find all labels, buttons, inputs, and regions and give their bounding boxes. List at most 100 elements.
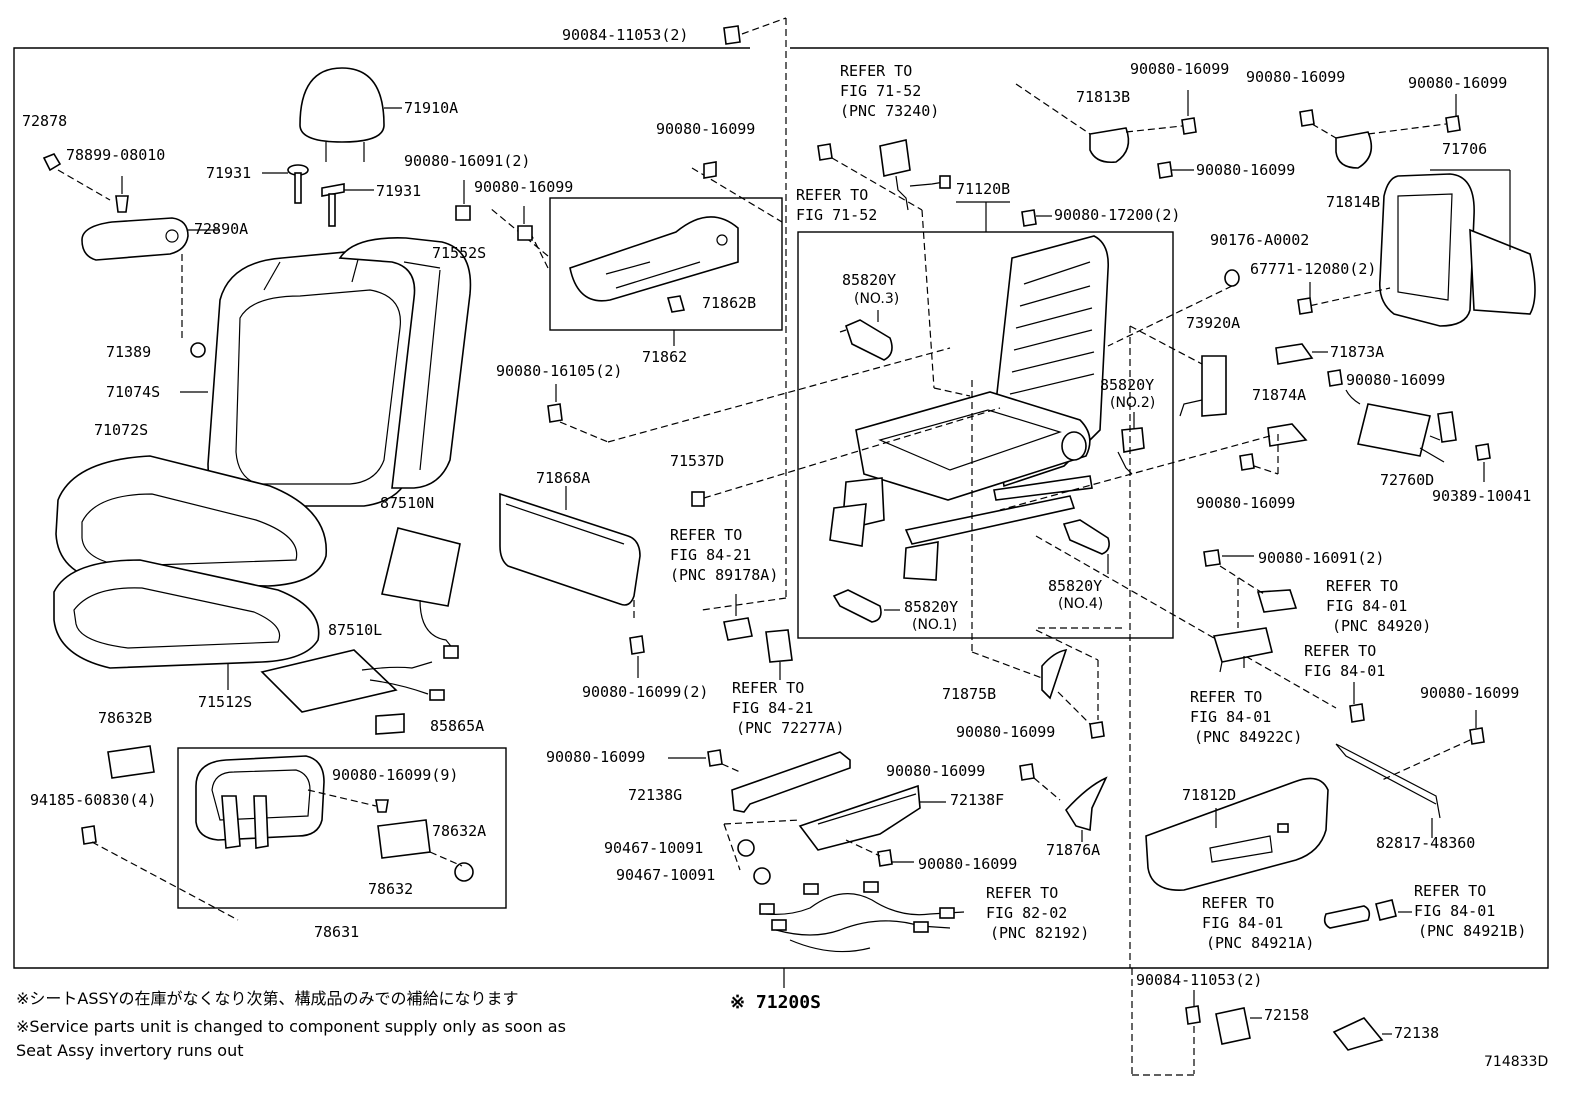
bracket-71873A xyxy=(1275,343,1328,365)
part-label: REFER TO xyxy=(1304,642,1376,660)
part-label: 67771-12080(2) xyxy=(1250,260,1376,278)
part-label: REFER TO xyxy=(1414,882,1486,900)
part-label: 90080-16099 xyxy=(1196,494,1295,512)
bracket-71876A xyxy=(1064,776,1108,842)
seat-heater xyxy=(260,527,461,735)
part-label: 90080-16099 xyxy=(1346,371,1445,389)
part-label: 71812D xyxy=(1182,786,1236,804)
part-label: 90080-16099(9) xyxy=(332,766,458,784)
part-label: 87510N xyxy=(380,494,434,512)
part-label: 90080-16099 xyxy=(474,178,573,196)
bracket-71875B xyxy=(1041,648,1105,739)
seatback-shield xyxy=(1107,169,1536,347)
part-label: (NO.4) xyxy=(1058,596,1103,612)
part-label: 78899-08010 xyxy=(66,146,165,164)
part-label: (PNC 84921A) xyxy=(1206,934,1314,952)
bolt-90080-16105 xyxy=(547,347,951,443)
part-label: 72158 xyxy=(1264,1006,1309,1024)
part-label: 72138 xyxy=(1394,1024,1439,1042)
part-label: 71873A xyxy=(1330,343,1384,361)
knob-84921A xyxy=(1323,905,1371,929)
seatback xyxy=(180,237,472,507)
part-label: 90084-11053(2) xyxy=(562,26,688,44)
part-label: (PNC 84920) xyxy=(1332,617,1431,635)
part-label: 71389 xyxy=(106,343,151,361)
part-label: 90080-16099 xyxy=(1196,161,1295,179)
track-cover-box xyxy=(549,197,783,331)
note-japanese: ※シートASSYの在庫がなくなり次第、構成品のみでの補給になります xyxy=(16,989,518,1008)
part-label: (NO.2) xyxy=(1110,395,1155,411)
part-label: REFER TO xyxy=(796,186,868,204)
part-label: 94185-60830(4) xyxy=(30,791,156,809)
part-label: 71931 xyxy=(206,164,251,182)
knob-84921B xyxy=(1375,899,1397,921)
bolt-90084 xyxy=(1185,990,1201,1074)
part-label: 71931 xyxy=(376,182,421,200)
part-label: 90084-11053(2) xyxy=(1136,971,1262,989)
part-label: 85820Y xyxy=(1048,577,1102,595)
cover-72138F xyxy=(798,763,1061,867)
part-label: (PNC 73240) xyxy=(840,102,939,120)
part-label: 82817-48360 xyxy=(1376,834,1475,852)
top-bolt xyxy=(701,17,787,611)
part-label: 71814B xyxy=(1326,193,1380,211)
part-label: 90080-16099(2) xyxy=(582,683,708,701)
seat-frame xyxy=(829,201,1110,581)
part-label: 90080-16091(2) xyxy=(404,152,530,170)
part-label: 90467-10091 xyxy=(604,839,703,857)
part-label: 90176-A0002 xyxy=(1210,231,1309,249)
part-label: 71862B xyxy=(702,294,756,312)
bolt-94185 xyxy=(81,825,97,845)
part-label: REFER TO xyxy=(670,526,742,544)
headrest-support xyxy=(262,164,374,227)
part-label: 85820Y xyxy=(904,598,958,616)
part-label: 72138G xyxy=(628,786,682,804)
part-label: 78631 xyxy=(314,923,359,941)
part-label: (NO.1) xyxy=(912,617,957,633)
motor-no3 xyxy=(839,310,893,361)
part-label: 90080-16099 xyxy=(656,120,755,138)
part-label: FIG 84-01 xyxy=(1202,914,1283,932)
part-label: 71875B xyxy=(942,685,996,703)
part-label: FIG 84-01 xyxy=(1414,902,1495,920)
side-cover-71812D xyxy=(1145,777,1329,891)
assembly-frame xyxy=(13,47,1549,1076)
part-label: 90080-16099 xyxy=(1246,68,1345,86)
wire-frame xyxy=(1335,710,1485,838)
part-label: REFER TO xyxy=(732,679,804,697)
seatback-cover-box xyxy=(177,747,507,909)
note-english-line-2: Seat Assy invertory runs out xyxy=(16,1041,244,1060)
part-label: REFER TO xyxy=(986,884,1058,902)
part-label: 72890A xyxy=(194,220,248,238)
assy-label: ※ 71200S xyxy=(730,992,821,1013)
cap-90467-2 xyxy=(753,867,771,885)
part-label: FIG 71-52 xyxy=(796,206,877,224)
part-label: REFER TO xyxy=(1326,577,1398,595)
back-board xyxy=(195,755,474,882)
part-label: 71120B xyxy=(956,180,1010,198)
part-label: 78632 xyxy=(368,880,413,898)
motor-no1 xyxy=(832,589,900,623)
headrest xyxy=(299,67,402,162)
part-label: 90080-16091(2) xyxy=(1258,549,1384,567)
part-label: 78632B xyxy=(98,709,152,727)
side-panel-71868A xyxy=(499,486,645,678)
part-label: (PNC 72277A) xyxy=(736,719,844,737)
part-label: FIG 84-01 xyxy=(1304,662,1385,680)
part-label: 90080-16099 xyxy=(546,748,645,766)
part-label: 90080-16099 xyxy=(886,762,985,780)
pad-71537D xyxy=(691,491,705,507)
part-label: (PNC 89178A) xyxy=(670,566,778,584)
part-label: 90389-10041 xyxy=(1432,487,1531,505)
part-label: 90080-16099 xyxy=(918,855,1017,873)
part-label: 73920A xyxy=(1186,314,1240,332)
clip-78632B xyxy=(107,745,155,779)
part-label: (PNC 84922C) xyxy=(1194,728,1302,746)
part-label: 85820Y xyxy=(1100,376,1154,394)
bracket-72138 xyxy=(1332,1017,1384,1051)
part-label: 71074S xyxy=(106,383,160,401)
part-label: (NO.3) xyxy=(854,291,899,307)
part-label: 71072S xyxy=(94,421,148,439)
connector-72277A xyxy=(765,629,793,680)
part-label: 71813B xyxy=(1076,88,1130,106)
